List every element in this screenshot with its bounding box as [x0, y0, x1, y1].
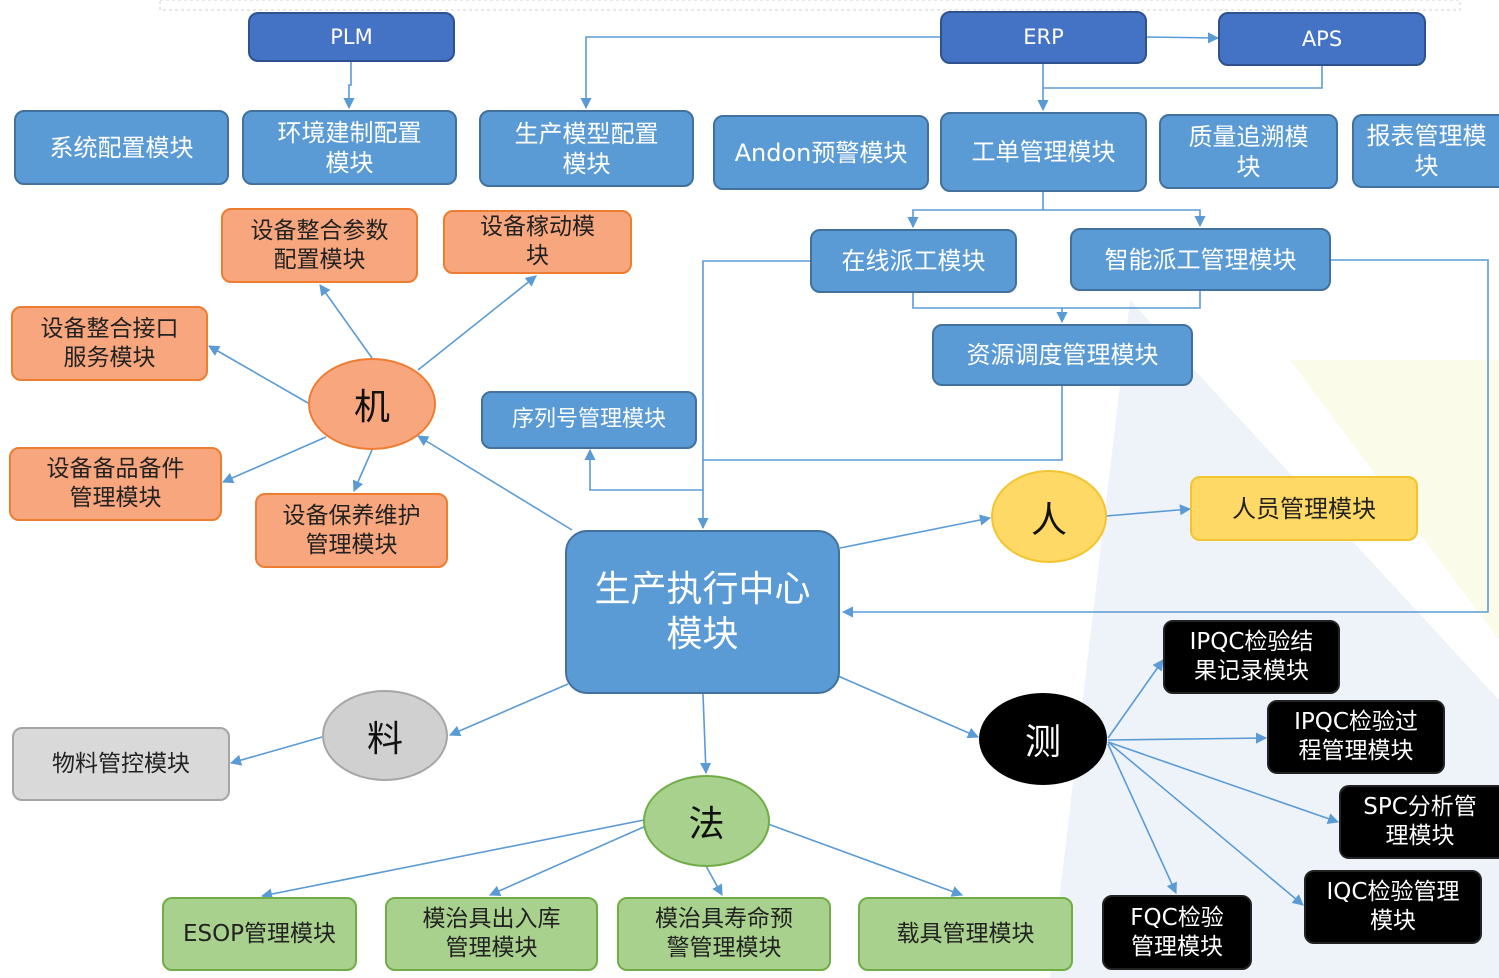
connector-resource-center [703, 386, 1063, 461]
connector-fa-esop [260, 819, 645, 900]
ipqc-process-module: IPQC检验过 程管理模块 [1267, 700, 1445, 774]
report-module: 报表管理模 块 [1352, 114, 1499, 188]
connector-erp-aps [1146, 32, 1220, 44]
work-order-module: 工单管理模块 [940, 112, 1147, 192]
system-config-module: 系统配置模块 [14, 110, 229, 185]
connector-ji-transfer [417, 275, 537, 371]
connector-aps-workorder [1043, 66, 1323, 89]
connector-fa-carrier [767, 823, 964, 897]
quality-trace-module: 质量追溯模 块 [1159, 114, 1338, 189]
machine-interface-module: 设备整合接口 服务模块 [11, 306, 208, 381]
connector-workorder-online [907, 192, 1044, 229]
connector-online-center [697, 260, 810, 530]
connector-liao-material [229, 736, 323, 766]
connector-center-fa [700, 693, 712, 775]
iqc-module: IQC检验管理 模块 [1304, 870, 1482, 944]
connector-ce-fqc [1107, 743, 1177, 895]
connector-fa-fixtureio [488, 825, 647, 897]
spc-module: SPC分析管 理模块 [1339, 785, 1499, 859]
erp-system: ERP [940, 11, 1147, 64]
connector-center-ji [417, 435, 573, 531]
resource-schedule-module: 资源调度管理模块 [932, 324, 1193, 386]
machine-maintenance-module: 设备保养维护 管理模块 [255, 493, 448, 568]
method-circle: 法 [643, 775, 770, 867]
connector-center-ce [837, 675, 980, 739]
connector-ce-ipqcprocess [1107, 732, 1268, 744]
connector-workorder-smart [1043, 209, 1206, 228]
env-config-module: 环境建制配置 模块 [242, 110, 457, 185]
machine-transfer-module: 设备稼动模 块 [443, 210, 632, 274]
top-dashed-border [159, 0, 1461, 11]
smart-dispatch-module: 智能派工管理模块 [1070, 228, 1331, 291]
andon-module: Andon预警模块 [713, 115, 929, 190]
material-circle: 料 [322, 690, 448, 781]
connector-ce-iqc [1107, 741, 1304, 906]
prod-model-config-module: 生产模型配置 模块 [479, 110, 694, 187]
fixture-io-module: 模治具出入库 管理模块 [385, 897, 598, 971]
connector-smart-resource [1062, 291, 1201, 309]
connector-center-serial [584, 448, 703, 491]
connector-fa-fixturelife [705, 865, 723, 896]
ipqc-result-module: IPQC检验结 果记录模块 [1163, 620, 1340, 694]
connector-ce-ipqcresult [1107, 659, 1164, 739]
measure-circle: 测 [979, 693, 1107, 785]
machine-param-config-module: 设备整合参数 配置模块 [221, 208, 418, 283]
connector-erp-prodmodel [580, 36, 940, 110]
connector-center-ren [839, 514, 992, 549]
connector-ji-spare [221, 436, 327, 484]
connector-smart-center [841, 259, 1489, 618]
fqc-module: FQC检验 管理模块 [1102, 895, 1252, 970]
connector-ji-interface [208, 345, 309, 404]
fixture-life-module: 模治具寿命预 警管理模块 [617, 897, 831, 971]
aps-system: APS [1218, 12, 1426, 66]
serial-number-module: 序列号管理模块 [481, 391, 697, 449]
connector-plm-env [343, 62, 355, 110]
connector-center-liao [448, 683, 569, 737]
personnel-module: 人员管理模块 [1190, 476, 1418, 541]
connector-ji-maint [352, 449, 373, 493]
material-control-module: 物料管控模块 [12, 727, 230, 801]
connector-online-resource [912, 293, 1068, 324]
machine-circle: 机 [308, 358, 436, 450]
online-dispatch-module: 在线派工模块 [810, 229, 1017, 293]
esop-module: ESOP管理模块 [162, 897, 357, 971]
carrier-module: 载具管理模块 [858, 897, 1073, 971]
connector-ji-param [319, 284, 373, 359]
production-execution-center: 生产执行中心 模块 [565, 530, 840, 694]
plm-system: PLM [248, 12, 455, 62]
connector-ren-personnel [1105, 504, 1192, 517]
machine-spare-parts-module: 设备备品备件 管理模块 [9, 447, 222, 521]
connector-ce-spc [1107, 741, 1340, 824]
people-circle: 人 [991, 470, 1107, 563]
